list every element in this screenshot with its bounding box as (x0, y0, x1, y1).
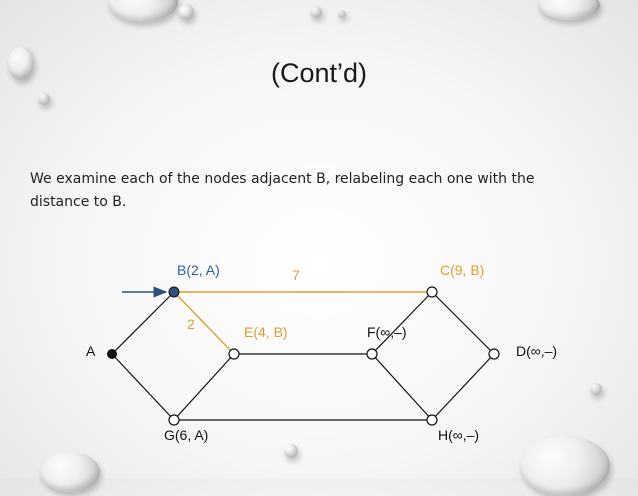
node-g (168, 414, 180, 426)
edge-weight-b-e: 2 (187, 316, 195, 332)
water-drop (284, 444, 298, 458)
node-d (488, 348, 500, 360)
node-label-c: C(9, B) (440, 262, 484, 278)
node-b (168, 286, 180, 298)
node-label-e: E(4, B) (244, 324, 288, 340)
edge-weight-b-c: 7 (292, 267, 300, 283)
water-drop (108, 0, 178, 22)
node-f (366, 348, 378, 360)
edge-f-h (371, 353, 433, 421)
water-drop (338, 10, 346, 18)
edge-e-g (173, 353, 235, 421)
node-a (107, 349, 117, 359)
node-label-h: H(∞,–) (438, 427, 479, 443)
node-label-g: G(6, A) (164, 427, 208, 443)
edge-c-d (431, 291, 495, 355)
node-h (426, 414, 438, 426)
edge-d-h (431, 353, 495, 421)
water-drop (38, 93, 50, 105)
edge-b-e (173, 291, 235, 355)
node-label-a: A (86, 343, 96, 359)
water-drop (8, 46, 34, 80)
edge-a-b (111, 291, 175, 355)
water-drop (178, 4, 194, 20)
water-drop (538, 0, 600, 20)
node-label-d: D(∞,–) (516, 343, 557, 359)
node-label-b: B(2, A) (177, 262, 220, 278)
node-c (426, 286, 438, 298)
water-drop (590, 383, 602, 395)
slide-body-text: We examine each of the nodes adjacent B,… (30, 171, 535, 210)
node-e (228, 348, 240, 360)
graph-diagram: A B(2, A) C(9, B) D(∞,–) E(4, B) F(∞,–) … (86, 262, 557, 443)
slide-title: (Cont’d) (270, 58, 368, 88)
edge-c-f (371, 291, 433, 355)
edge-a-g (111, 353, 175, 421)
node-label-f: F(∞,–) (367, 324, 407, 340)
water-drop (310, 6, 322, 18)
